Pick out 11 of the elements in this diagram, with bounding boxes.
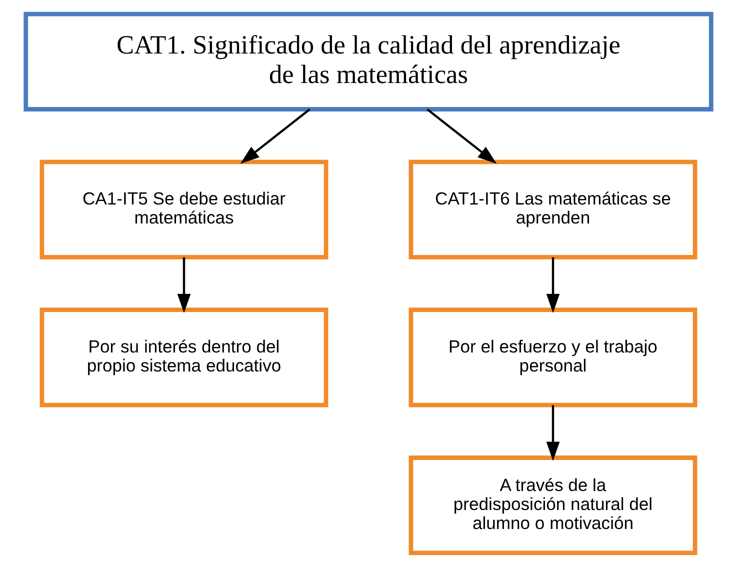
- node-box: CA1-IT5 Se debe estudiar matemáticas: [39, 160, 328, 260]
- arrow: [426, 108, 496, 164]
- node-box: CAT1. Significado de la calidad del aprendizaje de las matemáticas: [23, 12, 713, 112]
- arrow: [546, 257, 560, 313]
- node-box: Por el esfuerzo y el trabajo personal: [408, 308, 697, 408]
- arrow: [240, 108, 310, 164]
- node-box: CAT1-IT6 Las matemáticas se aprenden: [408, 160, 697, 260]
- node-box: A través de la predisposición natural del alumno o motivación: [408, 456, 697, 556]
- arrow: [176, 257, 190, 313]
- arrow: [546, 405, 560, 461]
- node-box: Por su interés dentro del propio sistema educativo: [39, 308, 328, 408]
